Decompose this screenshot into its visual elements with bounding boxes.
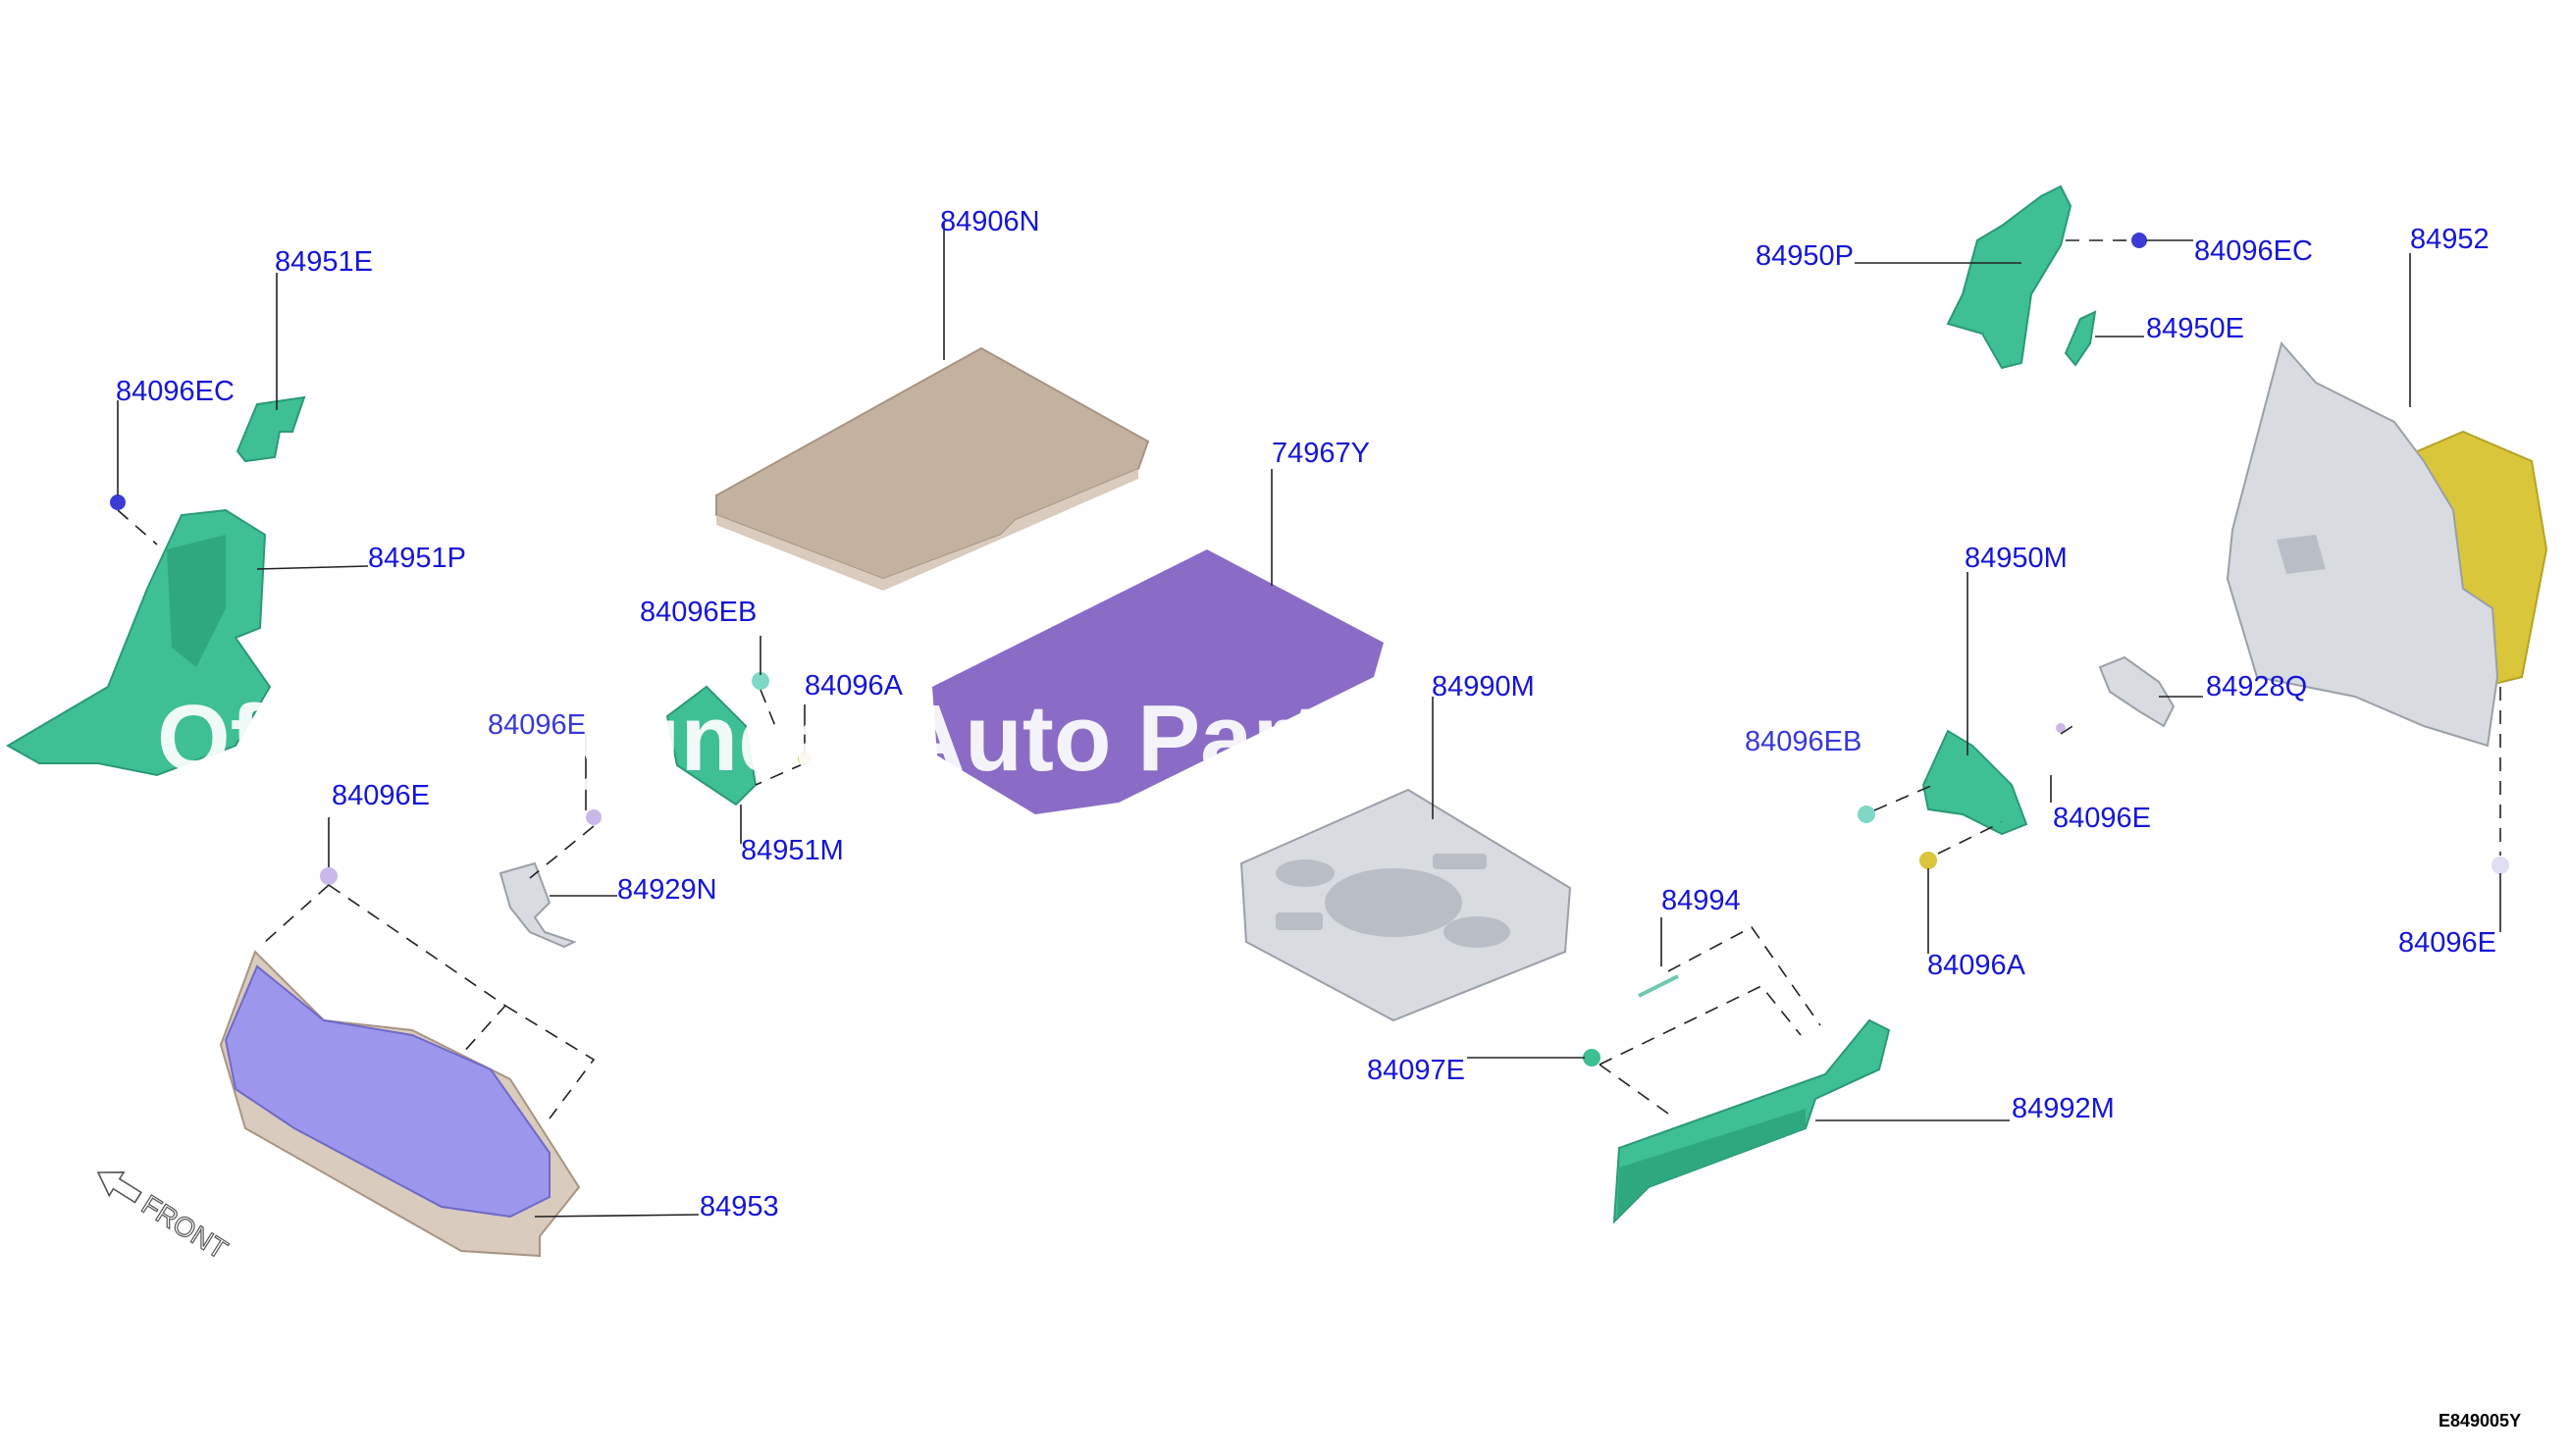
part-84096E-clip-left[interactable] [320, 867, 338, 885]
label-84096E-right-mid[interactable]: 84096E [2053, 803, 2151, 834]
label-84950P[interactable]: 84950P [1756, 240, 1854, 272]
front-arrow-icon [96, 1170, 142, 1204]
part-84994-strip[interactable] [1638, 974, 1679, 998]
label-84096EC-left[interactable]: 84096EC [116, 376, 235, 407]
label-84096E-partial-left[interactable]: 84096E [488, 709, 586, 741]
label-84096EB[interactable]: 84096EB [640, 597, 757, 628]
label-84928Q[interactable]: 84928Q [2206, 671, 2307, 702]
label-84097E[interactable]: 84097E [1367, 1055, 1465, 1086]
part-84928Q-bracket[interactable] [2098, 655, 2176, 728]
part-84096E-clip-far-right[interactable] [2491, 857, 2509, 874]
part-84953-quarter-trim[interactable] [219, 950, 581, 1258]
label-84992M[interactable]: 84992M [2012, 1093, 2115, 1124]
label-84906N[interactable]: 84906N [940, 206, 1040, 237]
front-label: FRONT [136, 1189, 233, 1265]
label-84952[interactable]: 84952 [2410, 224, 2490, 255]
label-84096A-mid[interactable]: 84096A [805, 670, 904, 702]
part-84096E-clip-partial-left[interactable] [586, 809, 602, 825]
front-direction-indicator: FRONT [96, 1170, 234, 1266]
part-84952-quarter-trim[interactable] [2226, 340, 2548, 748]
part-84990M-luggage-tray[interactable] [1239, 788, 1572, 1022]
diagram-reference-code: E849005Y [2439, 1411, 2521, 1430]
part-84096E-clip-right-mid[interactable] [2056, 723, 2066, 733]
part-84929N-bracket[interactable] [498, 861, 577, 949]
part-84097E-clip[interactable] [1583, 1049, 1600, 1066]
label-84950E[interactable]: 84950E [2146, 313, 2244, 344]
part-labels: 84906N 84951E 84096EC 84951P 84096EB 840… [116, 206, 2496, 1222]
label-74967Y[interactable]: 74967Y [1272, 438, 1370, 469]
part-84951P-pillar-trim[interactable] [5, 508, 272, 777]
part-84906N-luggage-board[interactable] [715, 346, 1150, 591]
label-84953[interactable]: 84953 [700, 1191, 779, 1222]
assembly-dashed-lines [117, 239, 2501, 1119]
part-84096EB-clip[interactable] [752, 672, 769, 690]
label-84096EB-partial-right[interactable]: 84096EB [1745, 726, 1862, 757]
part-84950P-pillar-trim[interactable] [1946, 184, 2072, 370]
label-84951E[interactable]: 84951E [275, 246, 373, 278]
label-84096A-right[interactable]: 84096A [1927, 950, 2026, 981]
part-84096A-clip-mid[interactable] [798, 752, 812, 765]
label-84096E-far-right[interactable]: 84096E [2398, 927, 2496, 959]
part-84950M-bracket[interactable] [1921, 729, 2028, 836]
label-84990M[interactable]: 84990M [1432, 671, 1535, 702]
part-74967Y-luggage-mat[interactable] [932, 549, 1384, 814]
label-84951M[interactable]: 84951M [741, 835, 844, 866]
part-84951E-trim[interactable] [236, 395, 306, 463]
part-84950E-trim[interactable] [2064, 310, 2097, 367]
part-84096EC-clip-right[interactable] [2131, 233, 2147, 248]
part-84992M-transverse-trim[interactable] [1612, 1018, 1891, 1224]
part-84096EB-clip-right[interactable] [1858, 806, 1875, 823]
label-84951P[interactable]: 84951P [368, 543, 466, 574]
label-84994[interactable]: 84994 [1661, 885, 1741, 916]
part-84951M-bracket[interactable] [665, 685, 758, 806]
leader-lines [117, 221, 2501, 1218]
label-84096E-left[interactable]: 84096E [332, 780, 430, 811]
label-84929N[interactable]: 84929N [617, 874, 717, 906]
part-84096EC-clip-left[interactable] [110, 494, 126, 510]
part-84096A-clip-right[interactable] [1919, 852, 1937, 869]
label-84096EC-right[interactable]: 84096EC [2194, 235, 2313, 267]
watermark-text: Official Hyundai Auto Parts [157, 686, 1373, 791]
label-84950M[interactable]: 84950M [1965, 543, 2068, 574]
